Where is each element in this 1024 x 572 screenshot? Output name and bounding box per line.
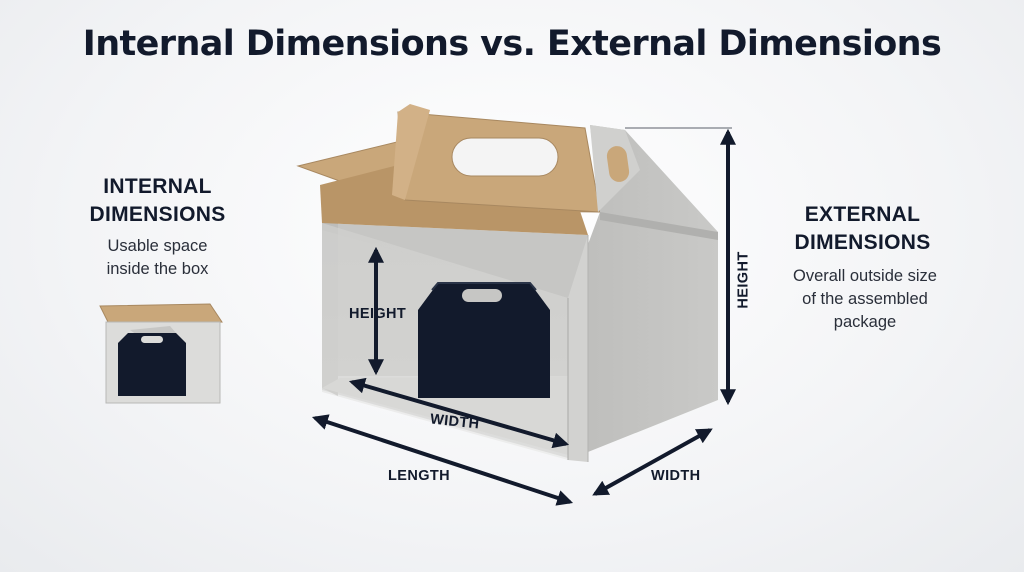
external-width-arrow <box>592 428 713 496</box>
external-desc-line2: of the assembled <box>802 290 928 308</box>
length-arrow <box>311 414 574 506</box>
external-desc-line3: package <box>833 313 897 331</box>
external-dimensions-description: Overall outside size of the assembled pa… <box>760 265 970 334</box>
page-title: Internal Dimensions vs. External Dimensi… <box>82 24 942 64</box>
external-width-label: WIDTH <box>651 468 701 484</box>
product-box-silhouette <box>418 282 550 398</box>
small-reference-box <box>99 303 223 404</box>
internal-desc-line2: inside the box <box>106 260 209 278</box>
external-dimensions-heading: EXTERNAL DIMENSIONS <box>765 201 960 257</box>
internal-dimensions-description: Usable space inside the box <box>60 235 255 281</box>
internal-heading-line1: INTERNAL <box>103 175 212 198</box>
external-heading-line1: EXTERNAL <box>804 203 921 226</box>
external-heading-line2: DIMENSIONS <box>794 231 931 254</box>
external-height-label: HEIGHT <box>735 251 752 309</box>
internal-height-label: HEIGHT <box>349 306 407 322</box>
internal-heading-line2: DIMENSIONS <box>89 203 226 226</box>
length-label: LENGTH <box>388 468 451 484</box>
main-box <box>296 104 718 462</box>
internal-desc-line1: Usable space <box>107 237 208 255</box>
external-desc-line1: Overall outside size <box>793 267 937 285</box>
internal-dimensions-heading: INTERNAL DIMENSIONS <box>60 173 255 229</box>
